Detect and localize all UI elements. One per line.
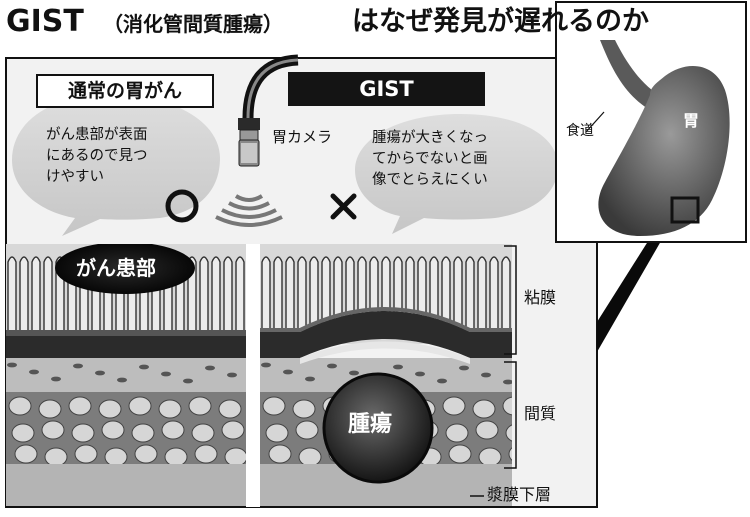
zoom-region-box — [670, 196, 700, 224]
layer-brackets — [470, 245, 517, 497]
serosa-label: 漿膜下層 — [487, 485, 552, 504]
submucosa-cells — [261, 362, 512, 385]
circle-mark-icon — [165, 189, 199, 223]
title-question: はなぜ発見が遅れるのか — [352, 6, 649, 37]
gist-speech-bubble — [355, 114, 558, 234]
submucosa-cells — [7, 362, 237, 384]
title-subtitle: （消化管間質腫瘍） — [103, 12, 283, 36]
gist-tag: GIST — [288, 72, 485, 106]
tumor-mass — [322, 372, 434, 484]
normal-tissue-block — [6, 244, 246, 506]
interstitial-label: 間質 — [524, 404, 557, 423]
normal-cancer-tag: 通常の胃がん — [36, 74, 214, 108]
esophagus-shape — [600, 40, 664, 110]
mucosa-label: 粘膜 — [524, 288, 557, 307]
endoscope — [238, 54, 299, 167]
title-main: GIST — [6, 4, 84, 39]
cancer-lesion-label: がん患部 — [76, 256, 156, 280]
interstitial-network — [8, 396, 246, 467]
gist-bubble-text: 腫瘍が大きくなっ てからでないと画 像でとらえにくい — [372, 130, 488, 188]
tumor-label: 腫瘍 — [348, 412, 393, 437]
mucosa-villi — [261, 256, 511, 330]
stomach-shape — [598, 65, 730, 236]
cross-mark-icon — [330, 193, 357, 220]
signal-waves — [215, 194, 283, 227]
normal-bubble-text: がん患部が表面 にあるので見つ けやすい — [46, 127, 148, 185]
stomach-inset — [555, 1, 747, 352]
gist-tissue-block — [260, 244, 512, 506]
cancer-lesion — [55, 244, 195, 294]
esophagus-label: 食道 — [566, 123, 594, 139]
stomach-label: 胃 — [683, 111, 700, 130]
camera-label: 胃カメラ — [272, 128, 333, 146]
